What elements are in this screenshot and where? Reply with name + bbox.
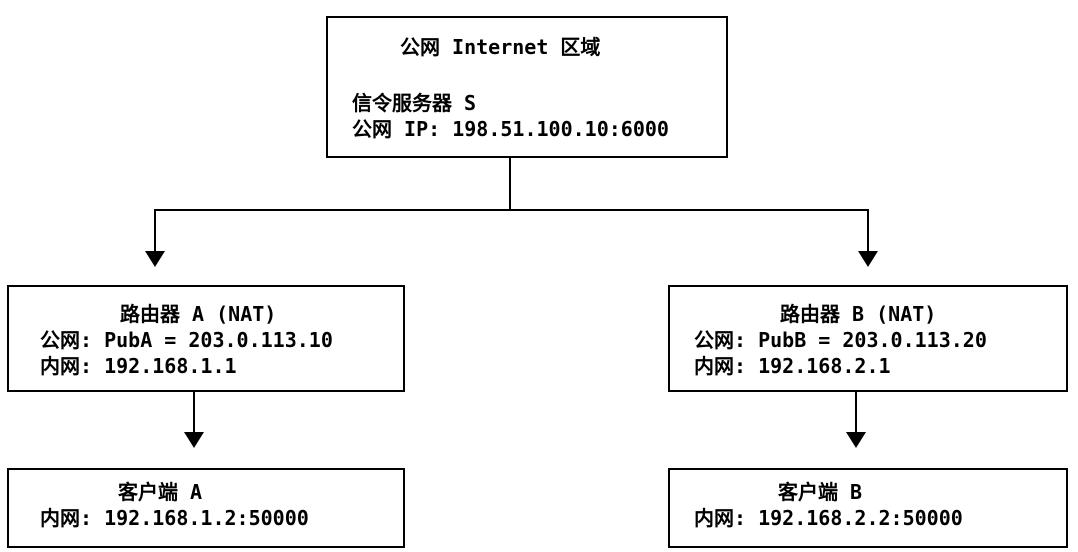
router-a-title: 路由器 A (NAT): [120, 302, 277, 326]
signaling-server-label: 信令服务器 S: [352, 91, 477, 115]
client-a-title: 客户端 A: [118, 480, 203, 504]
router-a-box: 路由器 A (NAT) 公网: PubA = 203.0.113.10 内网: …: [7, 285, 405, 392]
router-b-box: 路由器 B (NAT) 公网: PubB = 203.0.113.20 内网: …: [668, 285, 1068, 392]
router-b-public-ip: 公网: PubB = 203.0.113.20: [694, 328, 987, 352]
client-b-box: 客户端 B 内网: 192.168.2.2:50000: [668, 468, 1068, 548]
internet-zone-title: 公网 Internet 区域: [400, 35, 601, 59]
internet-zone-box: 公网 Internet 区域 信令服务器 S 公网 IP: 198.51.100…: [326, 16, 728, 158]
arrow-down-to-client-b-icon: [846, 432, 866, 448]
arrow-down-to-router-a-icon: [145, 251, 165, 267]
blank-line: [328, 60, 726, 90]
arrow-down-to-client-a-icon: [184, 432, 204, 448]
signaling-server-public-ip: 公网 IP: 198.51.100.10:6000: [352, 117, 669, 141]
router-a-private-ip: 内网: 192.168.1.1: [40, 354, 237, 378]
router-a-public-ip: 公网: PubA = 203.0.113.10: [40, 328, 333, 352]
client-a-private-ip: 内网: 192.168.1.2:50000: [40, 506, 309, 530]
client-a-box: 客户端 A 内网: 192.168.1.2:50000: [7, 468, 405, 548]
client-b-private-ip: 内网: 192.168.2.2:50000: [694, 506, 963, 530]
client-b-title: 客户端 B: [778, 480, 863, 504]
router-b-title: 路由器 B (NAT): [780, 302, 937, 326]
arrow-down-to-router-b-icon: [858, 251, 878, 267]
router-b-private-ip: 内网: 192.168.2.1: [694, 354, 891, 378]
